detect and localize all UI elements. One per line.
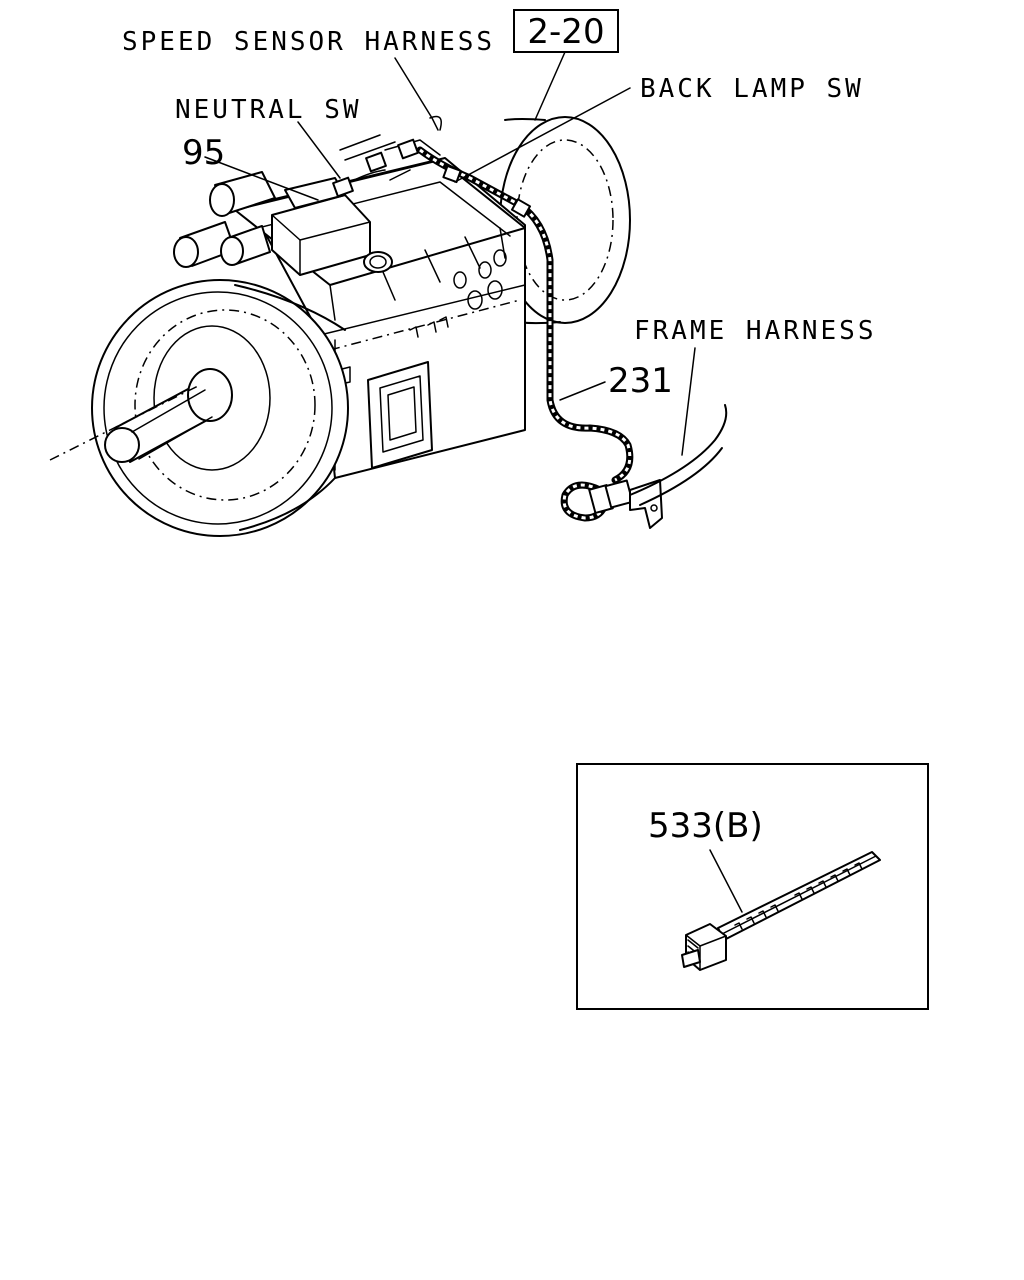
label-ref-2-20: 2-20	[527, 12, 604, 52]
transmission-assembly-icon	[49, 116, 631, 537]
label-part-533b: 533(B)	[648, 806, 763, 846]
label-speed-sensor-harness: SPEED SENSOR HARNESS	[122, 27, 495, 57]
label-neutral-sw: NEUTRAL SW	[175, 95, 362, 125]
label-back-lamp-sw: BACK LAMP SW	[640, 74, 864, 104]
reference-box: 2-20	[513, 9, 619, 53]
inset-box: 533(B)	[576, 763, 929, 1010]
label-part-231: 231	[608, 361, 673, 401]
label-part-95: 95	[182, 133, 225, 173]
harness-wiring	[332, 134, 728, 529]
label-frame-harness: FRAME HARNESS	[634, 316, 877, 346]
leader-lines	[204, 51, 696, 456]
cable-tie-icon	[681, 851, 881, 971]
